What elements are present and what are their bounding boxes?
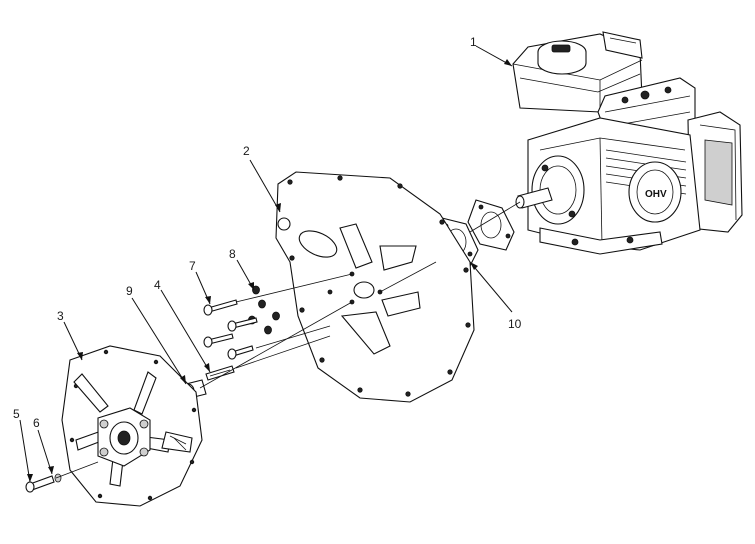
callout-7: 7 [189, 259, 196, 273]
ohv-badge-text: OHV [645, 189, 667, 200]
callout-1: 1 [470, 35, 477, 49]
callout-8: 8 [229, 247, 236, 261]
impeller-part-3 [61, 345, 203, 507]
assembly-center-lines [55, 201, 521, 479]
callout-5: 5 [13, 407, 20, 421]
washer-part-6 [54, 473, 62, 483]
callout-3: 3 [57, 309, 64, 323]
callout-labels: 1 2 3 4 5 6 7 8 9 10 [13, 35, 522, 430]
engine-part-1: OHV [512, 31, 743, 255]
washers-part-8 [248, 285, 280, 335]
callout-10: 10 [508, 317, 522, 331]
leader-lines [19, 45, 513, 483]
mounting-plate-part-2 [275, 171, 475, 403]
key-part-4 [205, 365, 235, 381]
leader-arrowheads [27, 59, 512, 482]
callout-6: 6 [33, 416, 40, 430]
callout-2: 2 [243, 144, 250, 158]
callout-9: 9 [126, 284, 133, 298]
bolt-part-5 [25, 475, 55, 493]
callout-4: 4 [154, 278, 161, 292]
screws-part-7 [203, 299, 258, 360]
